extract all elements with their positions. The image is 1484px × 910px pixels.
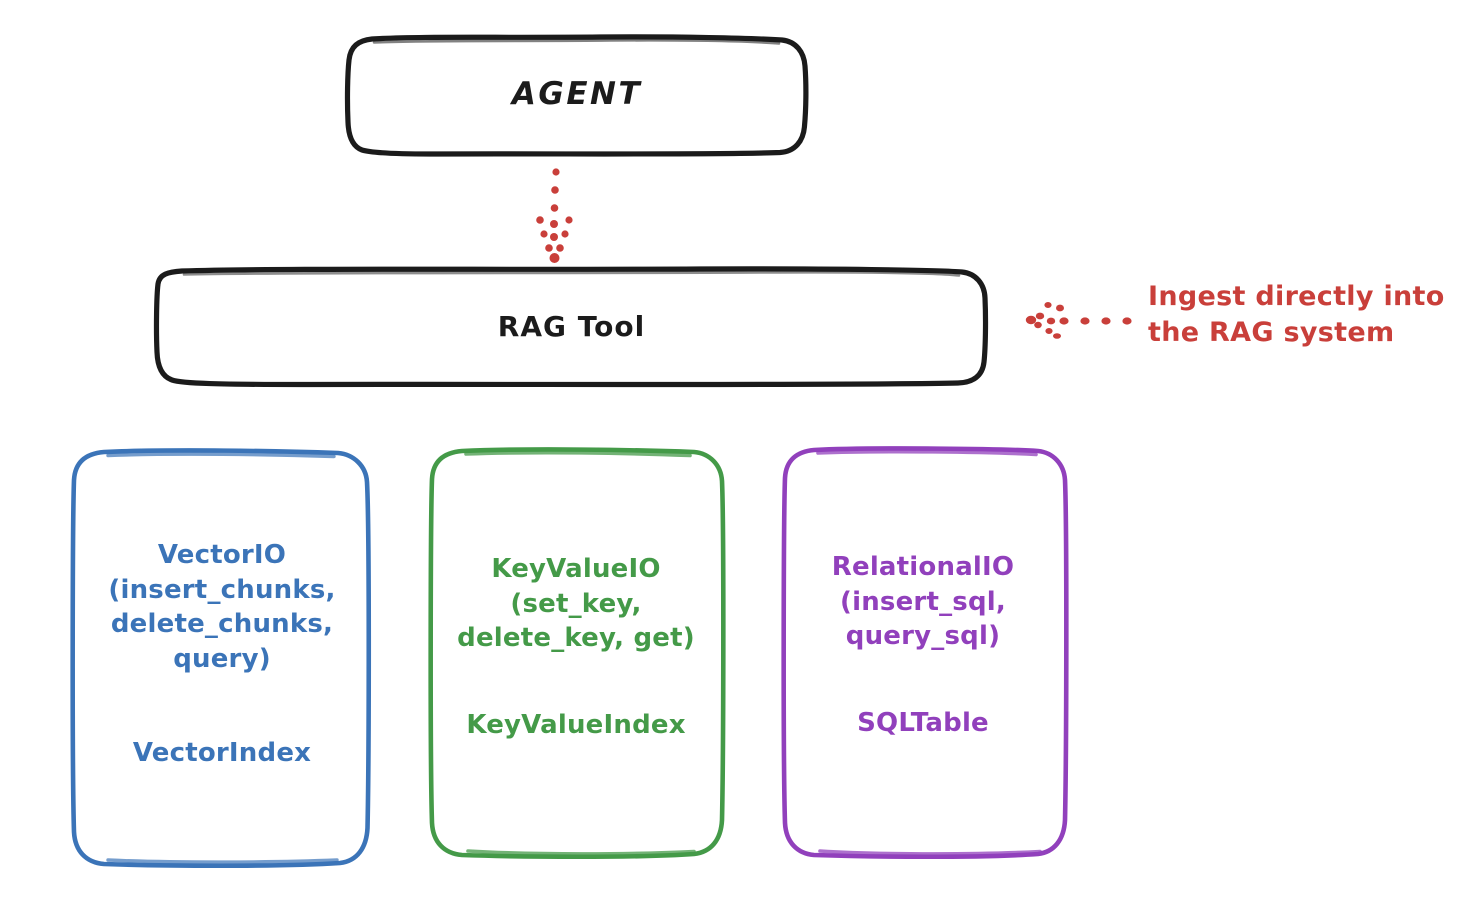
agent-node-label: AGENT <box>511 76 643 113</box>
keyvalue-store-index-label: KeyValueIndex <box>466 710 686 740</box>
agent-to-ragtool-connector <box>536 168 573 263</box>
relational-store-index-label: SQLTable <box>857 708 989 738</box>
ingest-annotation-label: Ingest directly into the RAG system <box>1148 281 1445 348</box>
relational-store-api-label: RelationalIO (insert_sql, query_sql) <box>831 552 1015 652</box>
vector-store-index-label: VectorIndex <box>132 738 312 768</box>
ingest-to-ragtool-connector <box>1025 302 1132 339</box>
keyvalue-store-api-label: KeyValueIO (set_key, delete_key, get) <box>457 554 695 654</box>
vector-store-api-label: VectorIO (insert_chunks, delete_chunks, … <box>108 540 336 674</box>
rag-tool-node-label: RAG Tool <box>497 309 646 343</box>
